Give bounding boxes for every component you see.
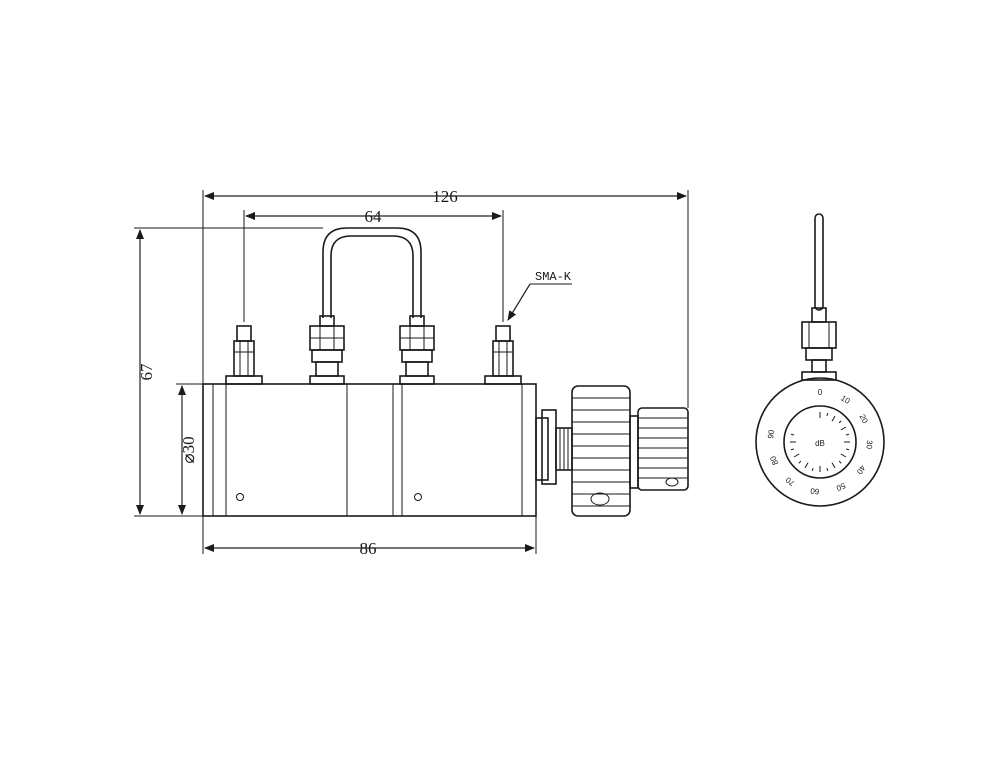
adjustment-knob xyxy=(535,385,689,517)
dial-scale-label: 50 xyxy=(834,481,846,493)
dial-scale-label: 20 xyxy=(858,413,870,426)
dial-scale-label: 30 xyxy=(865,440,874,450)
dimension-label-diameter: ⌀30 xyxy=(179,436,198,463)
dial-tick xyxy=(790,448,795,451)
dial-tick xyxy=(790,433,795,436)
dial-tick xyxy=(793,453,800,458)
dial-scale-label: 80 xyxy=(768,454,780,466)
connector-label: SMA-K xyxy=(535,270,572,284)
end-view: 0 10 20 30 40 50 60 70 80 90 dB xyxy=(755,213,885,507)
dial-tick xyxy=(838,420,842,424)
dial-tick xyxy=(845,433,850,436)
cable-nut-right xyxy=(399,315,435,385)
dimension-label-86: 86 xyxy=(360,539,377,558)
dial-scale-label: 90 xyxy=(766,429,776,440)
attenuator-body xyxy=(202,383,537,517)
dial-tick xyxy=(826,467,829,472)
dial-ticks xyxy=(790,412,850,472)
dimension-overall-length: 126 xyxy=(202,187,689,408)
dimension-diameter: ⌀30 xyxy=(176,383,203,515)
dimension-label-67: 67 xyxy=(137,363,156,381)
dial-tick xyxy=(838,460,842,464)
dial-tick xyxy=(831,462,836,469)
dial-tick xyxy=(831,415,836,422)
dial-scale-label: 10 xyxy=(839,394,852,407)
dial-tick xyxy=(798,460,802,464)
dial-scale-label: 60 xyxy=(809,486,819,496)
sma-port-right xyxy=(484,325,522,385)
dimension-port-spacing: 64 xyxy=(243,207,504,322)
attenuation-dial: 0 10 20 30 40 50 60 70 80 90 dB xyxy=(755,377,885,507)
connector-callout: SMA-K xyxy=(507,270,572,321)
dial-tick xyxy=(826,412,829,417)
dial-center-mark: dB xyxy=(815,439,825,448)
dimension-label-64: 64 xyxy=(365,207,383,226)
side-view: 126 64 67 ⌀30 86 xyxy=(134,187,689,558)
cable-nut-left xyxy=(309,315,345,385)
dial-scale-label: 40 xyxy=(854,463,867,476)
dial-tick xyxy=(811,467,814,472)
dimension-height: 67 xyxy=(134,227,323,517)
end-view-connector xyxy=(801,307,837,381)
u-cable xyxy=(322,227,422,318)
dial-scale-label: 0 xyxy=(818,388,823,397)
dimension-label-126: 126 xyxy=(432,187,458,206)
dimension-body-length: 86 xyxy=(202,516,537,558)
dial-tick xyxy=(840,426,847,431)
dial-tick xyxy=(845,448,850,451)
sma-port-left xyxy=(225,325,263,385)
dial-scale-label: 70 xyxy=(784,475,797,488)
dial-tick xyxy=(804,462,809,469)
dial-tick xyxy=(840,453,847,458)
